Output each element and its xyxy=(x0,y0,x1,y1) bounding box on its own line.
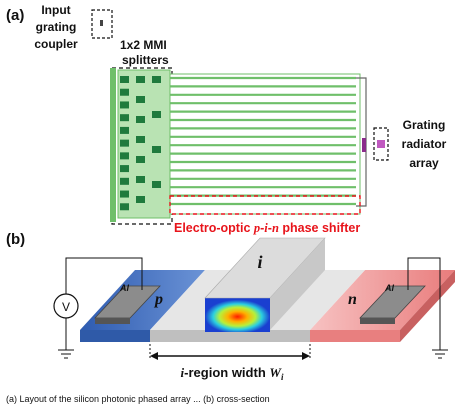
phase-shifter-n: n xyxy=(272,221,279,235)
mmi-splitter-pad xyxy=(120,190,129,198)
mmi-splitter-pad xyxy=(120,101,129,109)
left-electrode-front xyxy=(95,318,130,324)
radiator-box xyxy=(373,127,389,161)
mmi-splitter-pad xyxy=(152,111,161,118)
panel-a-tag: (a) xyxy=(6,7,24,24)
p-slab-front xyxy=(80,330,150,342)
n-slab-side xyxy=(400,270,455,342)
voltage-source-label: V xyxy=(62,300,70,314)
width-label-sub: i xyxy=(281,372,284,382)
mmi-splitter-pad xyxy=(120,152,129,160)
mmi-splitter-pad xyxy=(120,165,129,173)
radiator-line-3: array xyxy=(409,156,439,170)
mmi-splitter-pad xyxy=(136,136,145,143)
rib-side xyxy=(270,238,325,330)
mmi-splitter-pad xyxy=(152,146,161,153)
right-electrode-front xyxy=(360,318,395,324)
width-dimension: i-region width Wi xyxy=(149,344,311,382)
radiator-line-2: radiator xyxy=(402,137,447,151)
mmi-splitter-pad xyxy=(136,116,145,123)
mmi-splitter-pad xyxy=(136,96,145,103)
mmi-splitter-pad xyxy=(120,139,129,147)
phase-shifter-dash-1: - xyxy=(260,221,264,235)
radiator-label: Grating radiator array xyxy=(402,118,447,170)
mmi-pads xyxy=(120,76,161,211)
radiator-line-1: Grating xyxy=(403,118,446,132)
input-coupler-line-2: grating xyxy=(36,20,77,34)
mmi-splitter-pad xyxy=(120,76,129,83)
width-label-text: -region width xyxy=(184,365,269,380)
radiator-emitter xyxy=(362,138,366,152)
input-coupler-label: Input grating coupler xyxy=(34,3,78,51)
feed-bus xyxy=(110,68,116,222)
mmi-splitter-pad xyxy=(136,156,145,163)
mmi-splitter-pad xyxy=(136,196,145,203)
i-region-label: i xyxy=(257,252,262,272)
right-electrode-label: Al xyxy=(384,283,394,293)
input-coupler-marker xyxy=(100,20,103,26)
mmi-label: 1x2 MMI splitters xyxy=(120,38,169,67)
waveguide-lines xyxy=(170,76,356,206)
mmi-splitter-pad xyxy=(152,181,161,188)
optical-mode xyxy=(205,298,270,332)
mmi-splitter-pad xyxy=(120,203,129,211)
width-label-w: W xyxy=(269,365,282,380)
width-label: i-region width Wi xyxy=(181,365,284,382)
phase-shifter-i: i xyxy=(264,221,268,235)
width-label-i: i xyxy=(181,365,185,380)
bias-circuit xyxy=(58,257,448,359)
dim-arrow-right xyxy=(302,352,310,360)
panel-b-tag: (b) xyxy=(6,231,25,248)
phase-shifter-p: p xyxy=(253,221,260,235)
input-coupler-line-3: coupler xyxy=(34,37,78,51)
n-slab-front xyxy=(310,330,400,342)
wire-right xyxy=(407,257,441,350)
waveguide-array xyxy=(110,68,361,222)
phase-shifter-box xyxy=(169,195,361,215)
mmi-splitter-pad xyxy=(120,114,129,122)
p-region-label: p xyxy=(153,291,163,308)
mmi-splitter-pad xyxy=(120,126,129,134)
phase-shifter-dash-2: - xyxy=(268,221,272,235)
mmi-splitter-pad xyxy=(136,76,145,83)
input-coupler-line-1: Input xyxy=(41,3,70,17)
dim-arrow-left xyxy=(150,352,158,360)
voltage-source-icon xyxy=(53,293,79,319)
mmi-line-2: splitters xyxy=(122,53,169,67)
i-slab-front xyxy=(150,330,310,342)
input-coupler-box xyxy=(91,9,113,39)
mmi-splitter-pad xyxy=(152,76,161,83)
phase-shifter-suffix: phase shifter xyxy=(279,221,360,235)
phase-shifter-prefix: Electro-optic xyxy=(174,221,254,235)
left-electrode-label: Al xyxy=(119,283,129,293)
waveguide-field xyxy=(169,73,361,215)
phase-shifter-label: Electro-optic p-i-n phase shifter xyxy=(174,221,360,235)
mmi-splitter-pad xyxy=(120,88,129,96)
left-electrode: Al xyxy=(94,283,161,324)
wire-left xyxy=(65,257,143,294)
mmi-splitter-pad xyxy=(136,176,145,183)
radiator-element xyxy=(377,140,385,148)
mmi-splitter-pad xyxy=(120,177,129,185)
n-region-label: n xyxy=(348,291,357,308)
device-cross-section: i p n Al Al xyxy=(80,237,455,342)
mmi-line-1: 1x2 MMI xyxy=(120,38,167,52)
right-electrode: Al xyxy=(359,283,426,324)
caption-fragment: (a) Layout of the silicon photonic phase… xyxy=(6,394,270,404)
